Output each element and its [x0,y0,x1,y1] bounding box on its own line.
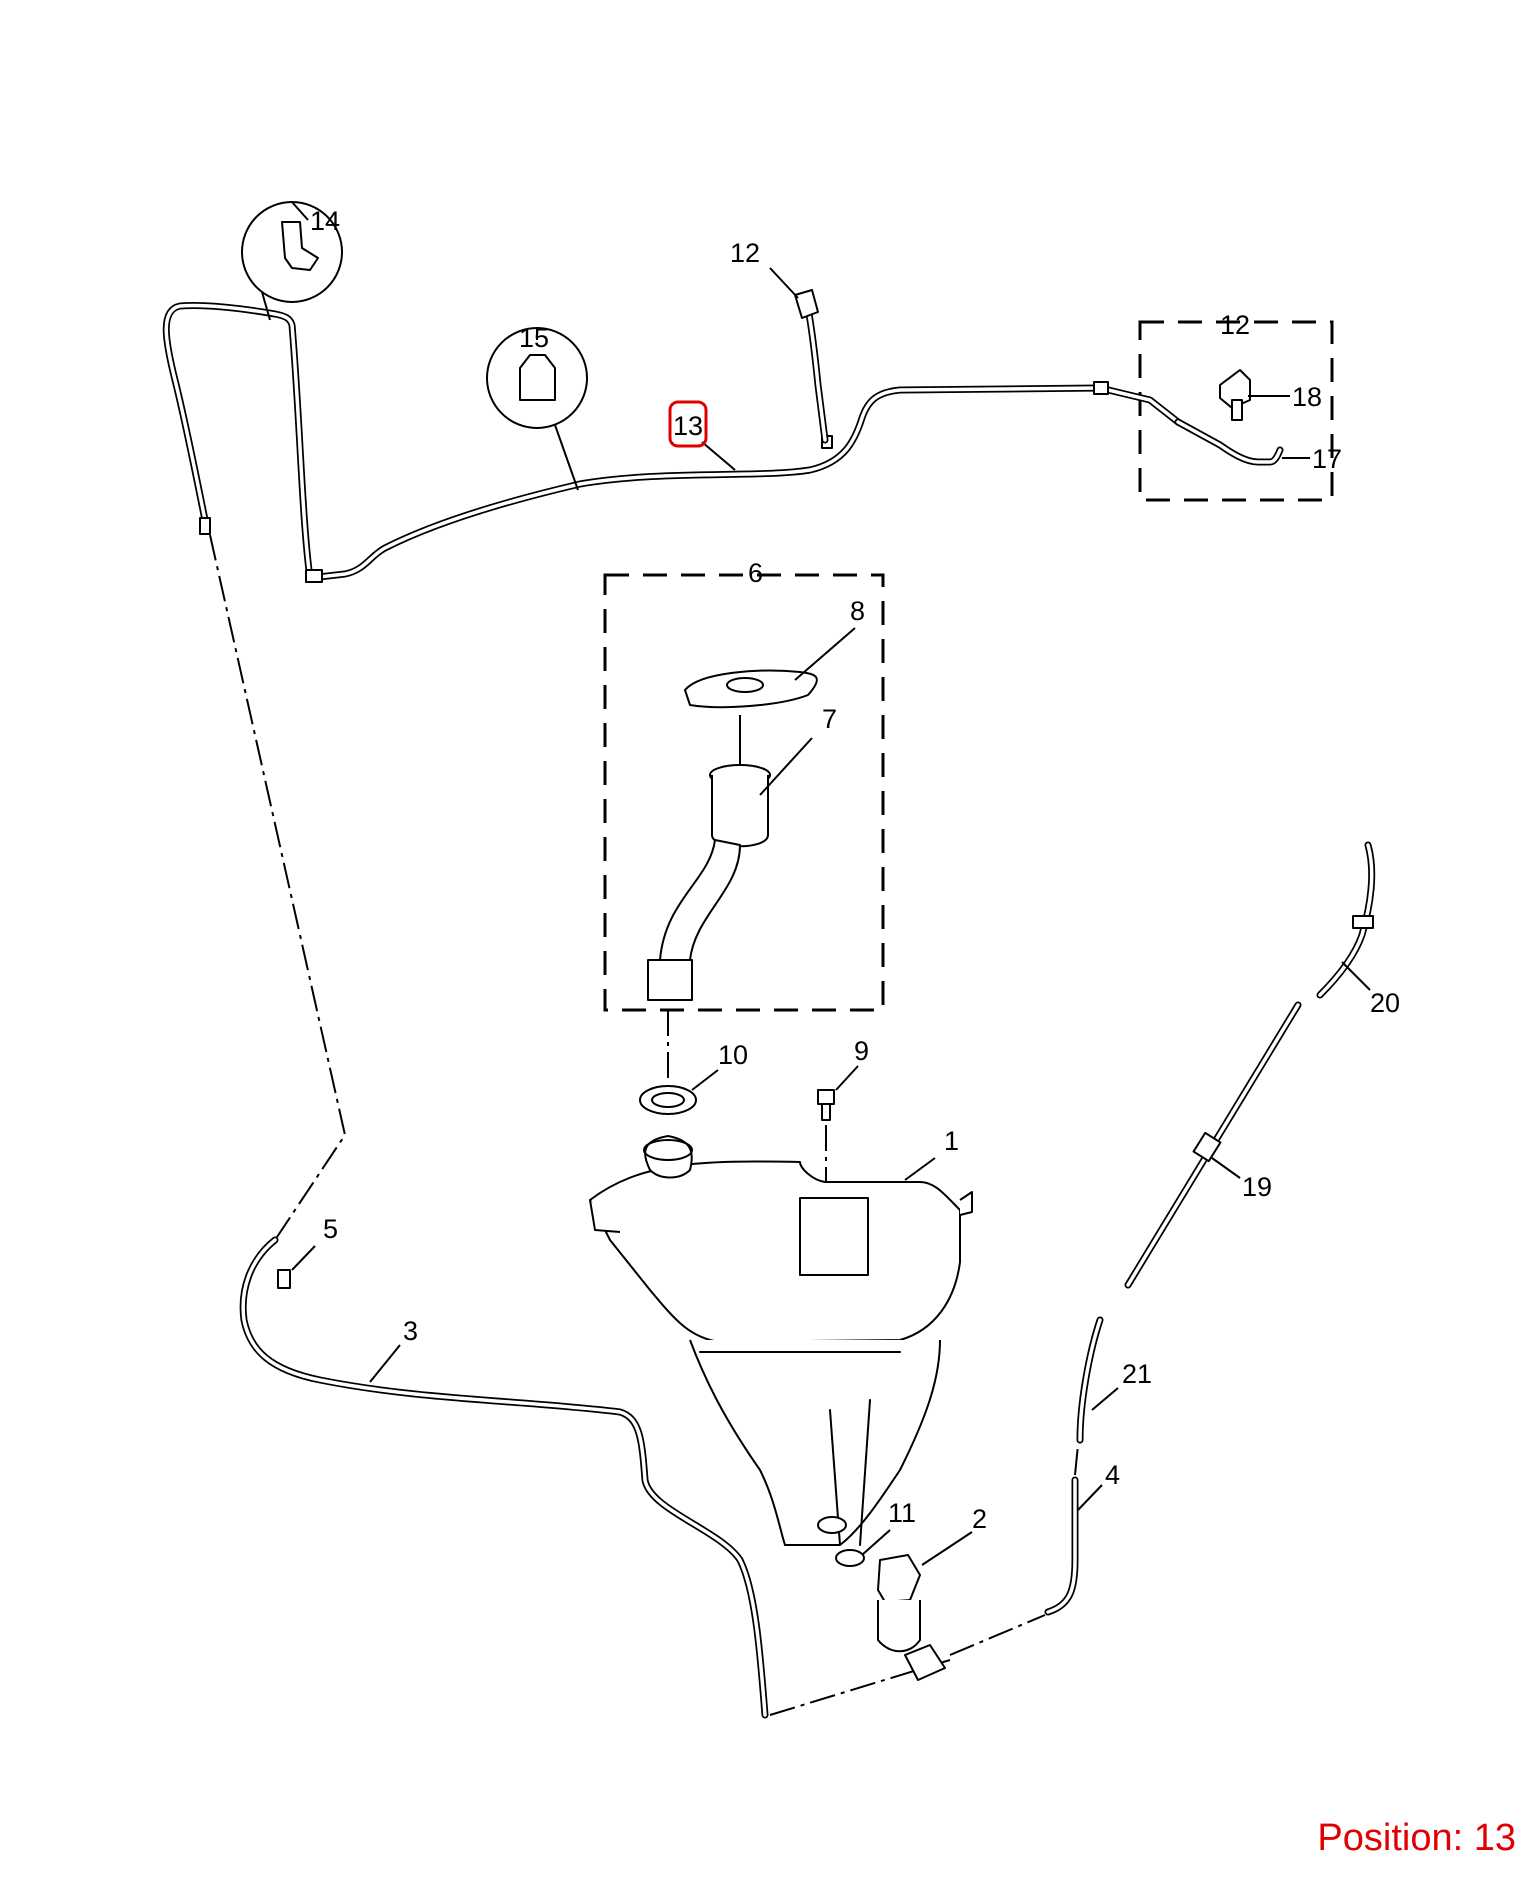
hose-17[interactable] [1174,418,1310,466]
callout-1[interactable]: 1 [944,1126,959,1156]
clip-5[interactable] [277,1245,316,1289]
hose-21[interactable] [1076,1316,1104,1444]
callout-21[interactable]: 21 [1122,1359,1152,1389]
filler-neck-7[interactable] [647,715,813,1001]
callout-12-box[interactable]: 12 [1220,310,1250,340]
callout-2[interactable]: 2 [972,1504,987,1534]
hose-connector [1093,381,1109,395]
callout-17[interactable]: 17 [1312,444,1342,474]
callout-7[interactable]: 7 [822,704,837,734]
callout-4[interactable]: 4 [1105,1460,1120,1490]
hose-3[interactable] [239,1236,769,1719]
callout-13[interactable]: 13 [673,411,703,441]
routing-line [1074,1444,1079,1476]
connector-20 [1352,915,1374,929]
callout-8[interactable]: 8 [850,596,865,626]
leader-13 [701,441,736,471]
callout-14[interactable]: 14 [310,206,340,236]
hose-4[interactable] [1044,1476,1079,1616]
hose-connector [305,569,323,583]
callout-20[interactable]: 20 [1370,988,1400,1018]
bolt-9[interactable] [817,1065,859,1121]
hose-20[interactable] [1316,841,1376,999]
group-box-12 [1138,320,1334,502]
leader-20 [1341,961,1371,991]
hose-19[interactable] [1124,1001,1302,1289]
callout-19[interactable]: 19 [1242,1172,1272,1202]
clip-14[interactable] [241,201,343,321]
leader-19 [1211,1157,1241,1179]
callout-13-highlight [668,400,708,448]
leader-4 [1077,1484,1103,1511]
routing-line [949,1614,1046,1656]
routing-line [209,534,347,1241]
group-box-6 [603,573,885,1012]
callout-11[interactable]: 11 [888,1498,916,1528]
grommet-10[interactable] [639,1069,719,1115]
callout-15[interactable]: 15 [519,323,549,353]
pump-2[interactable] [877,1531,973,1681]
clip-15[interactable] [486,327,588,491]
hose-connector [199,517,211,535]
callout-5[interactable]: 5 [323,1214,338,1244]
position-label: Position: 13 [1317,1817,1516,1859]
callout-10[interactable]: 10 [718,1040,748,1070]
cap-8[interactable] [684,627,856,709]
nozzle-18[interactable] [1219,369,1290,421]
callout-6[interactable]: 6 [748,558,763,588]
clip-19 [1192,1131,1222,1163]
routing-line [769,1659,951,1716]
nozzle-12[interactable] [769,267,829,444]
callout-3[interactable]: 3 [403,1316,418,1346]
callout-18[interactable]: 18 [1292,382,1322,412]
reservoir-1[interactable] [589,1135,973,1546]
callout-9[interactable]: 9 [854,1036,869,1066]
callout-12-upper[interactable]: 12 [730,238,760,268]
seal-11[interactable] [817,1516,891,1567]
leader-3 [369,1344,401,1383]
leader-21 [1091,1387,1119,1411]
